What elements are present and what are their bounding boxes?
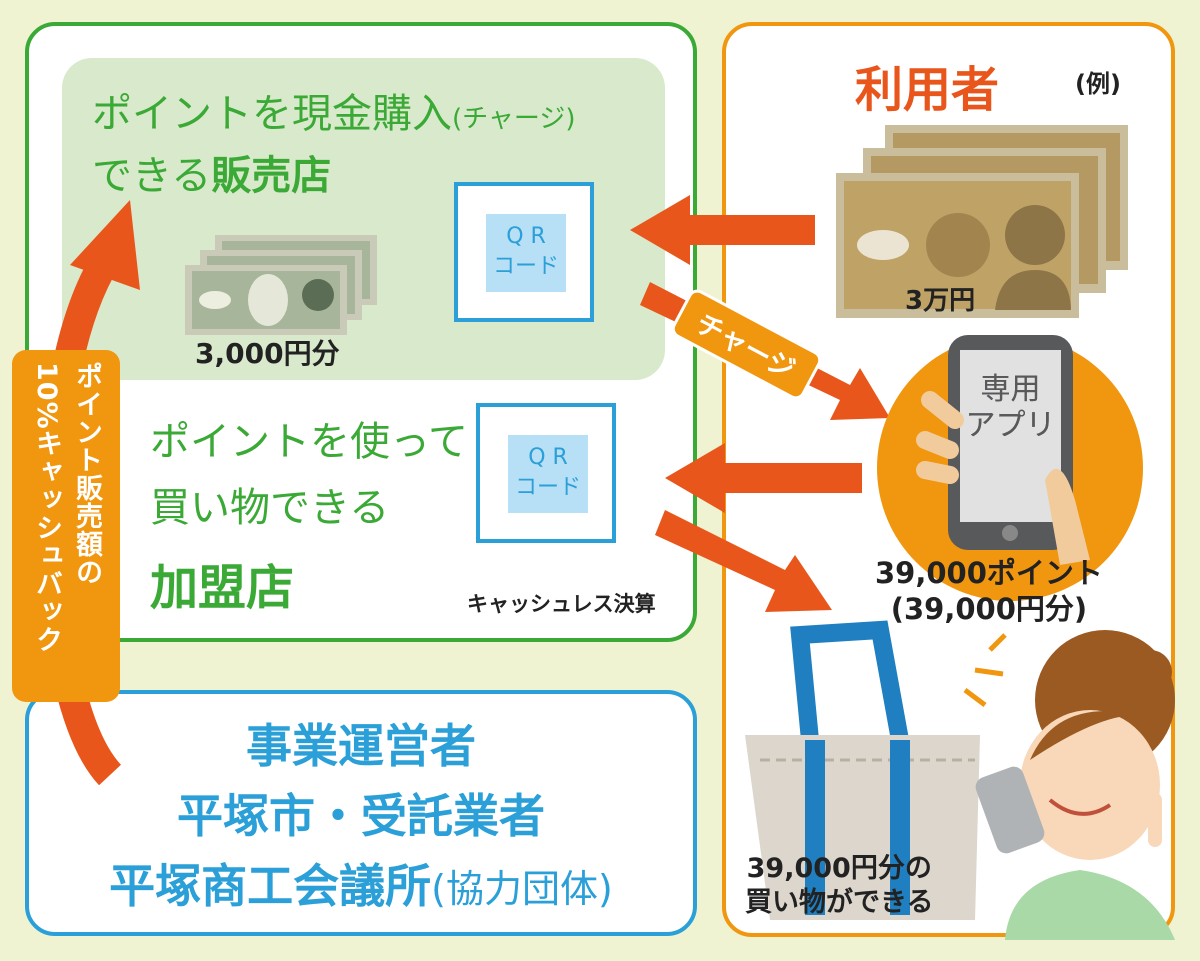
bills-large-icon [836,125,1128,318]
bills-small-icon [185,235,377,335]
user-title: 利用者 [855,62,1000,118]
member-line3: 加盟店 [150,560,295,616]
member-line1: ポイントを使って [150,419,468,465]
operator-line1: 事業運営者 [246,719,476,773]
woman-icon [963,630,1175,940]
operator-line2: 平塚市・受託業者 [177,789,545,843]
cashless-label: キャッシュレス決算 [467,592,656,616]
member-line2: 買い物できる [150,485,390,531]
seller-heading-line2: できる販売店 [92,153,332,199]
qr-label: Q R [506,224,546,249]
arrow-member-to-shopping [655,510,832,612]
shopping-bag-icon [745,620,980,920]
qr-code-seller: Q R コード [454,182,594,322]
qr-label: コード [492,254,559,279]
shopping-label: 39,000円分の買い物ができる [745,853,934,918]
arrow-money-to-seller [630,195,815,265]
cashback-arrowhead [70,200,140,290]
operator-line3: 平塚商工会議所(協力団体) [109,859,613,913]
qr-code-member: Q R コード [476,403,616,543]
seller-money-label: 3,000円分 [195,337,340,370]
app-label-lines: 専用アプリ [965,372,1056,443]
user-money-label: 3万円 [905,286,976,316]
points-label: 39,000ポイント(39,000円分) [875,556,1103,626]
operator-box [25,690,697,936]
hand-icon [916,391,964,484]
qr-label: コード [514,475,581,500]
app-name: 専用アプリ [965,372,1056,443]
example-label: (例) [1075,70,1121,98]
arrow-app-to-member [665,443,862,513]
seller-heading-line1: ポイントを現金購入(チャージ) [92,91,576,137]
qr-label: Q R [528,445,568,470]
